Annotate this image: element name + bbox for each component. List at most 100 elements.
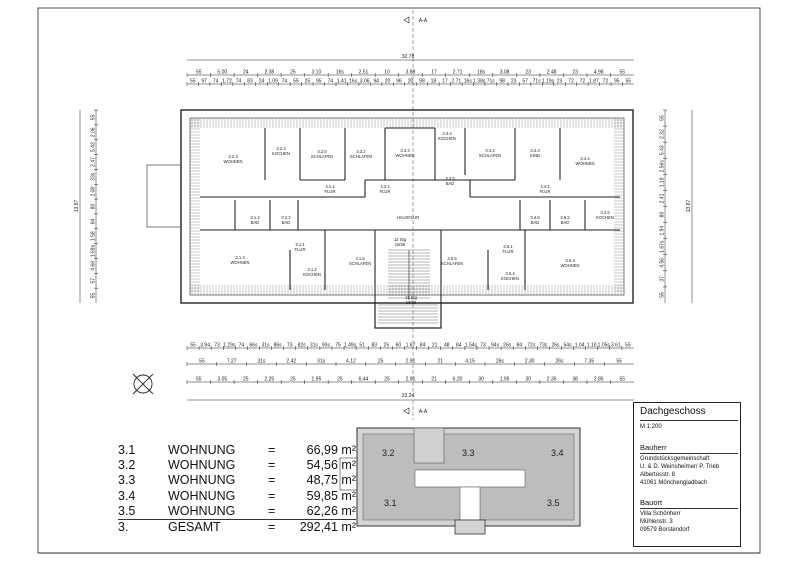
unit-area: 66,99 m² bbox=[306, 443, 356, 457]
dimension-label: 73 bbox=[287, 343, 293, 349]
drawing-title: Dachgeschoss bbox=[640, 406, 706, 417]
dimension-label: 3.06 bbox=[360, 79, 370, 85]
dimension-label: 21 bbox=[438, 359, 444, 365]
room-number: 3.2.1 bbox=[325, 184, 335, 189]
dimension-chain-right: 552.325.432.56s1.192.41801.941.67s4.5637… bbox=[660, 109, 667, 303]
room-name: BAD bbox=[561, 220, 570, 225]
client-line: Grundstücksgemeinschaft bbox=[640, 456, 710, 462]
room-name: KOCHEN bbox=[303, 272, 321, 277]
dimension-label: 48 bbox=[444, 343, 450, 349]
room-name: SCHLAFEN bbox=[441, 261, 463, 266]
dimension-label: 55 bbox=[190, 343, 196, 349]
overall-dimension-left: 13.87 bbox=[74, 200, 80, 213]
dimension-label: 80 bbox=[660, 212, 666, 218]
dimension-label: 1.29s bbox=[223, 343, 236, 349]
dimension-label: 73s bbox=[539, 343, 548, 349]
client-line: 41061 Mönchengladbach bbox=[640, 480, 708, 486]
dimension-label: 2.38 bbox=[264, 70, 274, 76]
dimension-label: 2.47 bbox=[91, 157, 97, 167]
dimension-label: 84 bbox=[456, 343, 462, 349]
room-name: BAD bbox=[531, 220, 540, 225]
unit-label: WOHNUNG bbox=[168, 488, 236, 503]
dimension-label: 1.87 bbox=[589, 79, 599, 85]
room-name: KIND bbox=[530, 153, 540, 158]
dimension-label: 1.58 bbox=[91, 231, 97, 241]
dimension-label: 26s bbox=[555, 359, 564, 365]
equals: = bbox=[268, 443, 276, 457]
dimension-label: 6.44 bbox=[359, 377, 369, 383]
interior-walls bbox=[200, 127, 620, 303]
dimension-label: 74 bbox=[282, 79, 288, 85]
dimension-label: 55 bbox=[625, 343, 631, 349]
unit-label: WOHNUNG bbox=[168, 473, 236, 488]
dimension-label: 71s bbox=[533, 79, 542, 85]
dimension-label: 54s bbox=[564, 343, 573, 349]
dimension-label: 26s bbox=[503, 343, 512, 349]
unit-label: WOHNUNG bbox=[168, 503, 236, 518]
room-name: KOCHEN bbox=[501, 276, 519, 281]
site-line: Villa Schönherr bbox=[640, 511, 681, 517]
total-area: 292,41 m² bbox=[299, 520, 356, 535]
room-name: BAD bbox=[251, 220, 260, 225]
dimension-label: 20 bbox=[408, 79, 414, 85]
room-name: WOHNEN bbox=[395, 153, 414, 158]
client-heading: Bauherr bbox=[640, 443, 667, 452]
dimension-label: 93s bbox=[322, 343, 331, 349]
overall-dimension-top: 32.78 bbox=[402, 54, 415, 60]
dimension-label: 1.10 bbox=[587, 343, 597, 349]
dimension-label: 17 bbox=[442, 79, 448, 85]
dimension-label: 94 bbox=[373, 79, 379, 85]
site-line: 09579 Borstendorf bbox=[640, 527, 690, 533]
site-heading: Bauort bbox=[640, 498, 663, 507]
room-label: HAUSFLUR bbox=[397, 215, 420, 220]
dimension-label: 57 bbox=[91, 278, 97, 284]
unit-number: 3. bbox=[118, 520, 129, 535]
dimension-label: 96 bbox=[396, 79, 402, 85]
dimension-label: 31s bbox=[257, 359, 266, 365]
client-line: U. & D. Weinsheimer/ P. Trieb bbox=[640, 464, 720, 470]
dimension-label: 5.43 bbox=[91, 142, 97, 152]
roof-hatching bbox=[190, 118, 624, 295]
dimension-label: 1.69s bbox=[91, 244, 97, 257]
dimension-label: 2.85 bbox=[594, 377, 604, 383]
equals: = bbox=[268, 473, 276, 488]
room-number: 3.5.2 bbox=[560, 215, 570, 220]
room-name: BAD bbox=[446, 181, 455, 186]
dimension-label: 23 bbox=[572, 70, 578, 76]
dimension-label: 55 bbox=[625, 79, 631, 85]
room-number: 3.4.5 bbox=[600, 210, 610, 215]
dimension-label: 1.72 bbox=[222, 79, 232, 85]
dimension-label: 98 bbox=[499, 79, 505, 85]
room-number: 3.5.4 bbox=[505, 271, 515, 276]
dimension-label: 21 bbox=[431, 377, 437, 383]
dimension-label: 55 bbox=[619, 70, 625, 76]
dimension-label: 2.42 bbox=[286, 359, 296, 365]
dimension-label: 31s bbox=[310, 343, 319, 349]
dimension-label: 7.35 bbox=[584, 359, 594, 365]
dimension-label: 30 bbox=[478, 377, 484, 383]
dimension-label: 84 bbox=[91, 218, 97, 224]
dimension-label: 4.66 bbox=[91, 261, 97, 271]
room-name: FLUR bbox=[540, 189, 551, 194]
room-number: 3.1.4 bbox=[250, 215, 260, 220]
dimension-label: 6.20 bbox=[453, 377, 463, 383]
dimension-label: 10 bbox=[384, 70, 390, 76]
dimension-label: 80 bbox=[91, 204, 97, 210]
unit-area: 62,26 m² bbox=[306, 503, 356, 518]
equals: = bbox=[268, 503, 276, 518]
room-number: 3.2.3 bbox=[228, 154, 238, 159]
dimension-label: 82s bbox=[298, 343, 307, 349]
room-name: HAUSFLUR bbox=[397, 215, 420, 220]
